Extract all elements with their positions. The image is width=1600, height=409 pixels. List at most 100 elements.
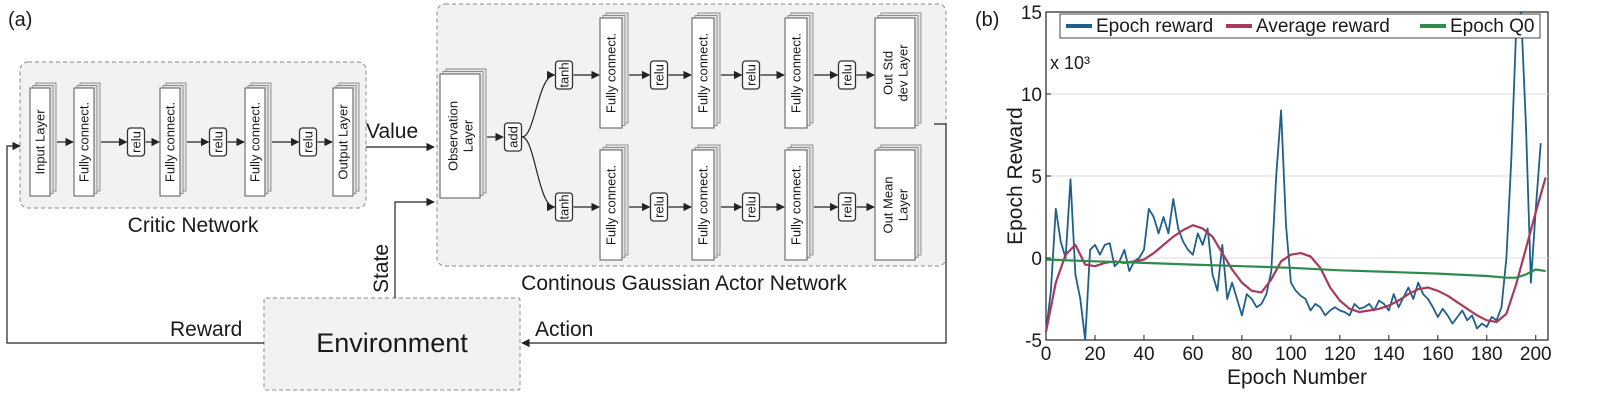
actor-top-2-relu-box	[649, 60, 669, 90]
actor-bottom-2-relu-box	[649, 192, 669, 222]
series-line-epoch-q0	[1045, 258, 1546, 279]
actor-top-5-fully-connect: Fully connect.	[784, 12, 814, 129]
actor-observation-layer-label: ObservationLayer	[445, 101, 475, 171]
environment-label: Environment	[316, 328, 468, 358]
actor-bottom-1-fully-connect-label: Fully connect.	[604, 165, 619, 245]
critic-layer-0-input-layer: Input Layer	[29, 82, 57, 197]
actor-bottom-0-tanh-box	[554, 192, 574, 222]
y-tick-label-1: 0	[1031, 249, 1042, 270]
critic-layers: Input Layer Fully connect. relu Fully conne…	[29, 82, 360, 197]
actor-top-4-relu-box	[741, 60, 761, 90]
actor-bottom-1-fully-connect-face	[599, 149, 623, 261]
critic-layer-3-fully-connect-face	[159, 87, 181, 197]
actor-top-0-tanh: tanh	[554, 60, 574, 90]
actor-network-title: Continous Gaussian Actor Network	[521, 272, 847, 295]
y-tick-label-3: 10	[1021, 85, 1042, 106]
legend-label-epoch-q0: Epoch Q0	[1450, 16, 1535, 37]
actor-top-1-fully-connect: Fully connect.	[599, 12, 629, 129]
actor-top-2-relu-label: relu	[652, 64, 667, 86]
panel-label-a: (a)	[8, 9, 32, 31]
actor-add-node-box	[503, 122, 523, 152]
critic-layer-6-relu: relu	[298, 127, 318, 157]
actor-bottom-2-relu-label: relu	[652, 196, 667, 218]
critic-layer-3-fully-connect-label: Fully connect.	[163, 102, 178, 182]
critic-layer-7-output-layer: Output Layer	[332, 82, 360, 197]
critic-layer-0-input-layer-face	[29, 87, 51, 197]
actor-bottom-4-relu-label: relu	[744, 196, 759, 218]
panel-label-b: (b)	[975, 9, 999, 31]
legend-label-average-reward: Average reward	[1256, 16, 1390, 37]
x-tick-label-2: 40	[1133, 344, 1154, 365]
critic-layer-1-fully-connect-face	[73, 87, 95, 197]
critic-layer-6-relu-label: relu	[301, 131, 316, 153]
x-tick-label-7: 140	[1373, 344, 1405, 365]
actor-top-3-fully-connect: Fully connect.	[691, 12, 721, 129]
x-tick-label-3: 60	[1182, 344, 1203, 365]
actor-observation-layer-face	[439, 73, 481, 199]
series-line-epoch-reward	[1045, 11, 1542, 341]
x-tick-label-10: 200	[1520, 344, 1552, 365]
x-tick-label-8: 160	[1422, 344, 1454, 365]
actor-bottom-0-tanh: tanh	[554, 192, 574, 222]
y-tick-label-2: 5	[1031, 167, 1042, 188]
critic-layer-5-fully-connect: Fully connect.	[244, 82, 272, 197]
actor-add-to-top-tanh	[521, 70, 556, 138]
critic-layer-2-relu: relu	[126, 127, 146, 157]
actor-top-0-tanh-label: tanh	[557, 62, 572, 87]
actor-top-7-out-std-dev-layer: Out Stddev Layer	[874, 12, 922, 129]
x-axis-title: Epoch Number	[1227, 366, 1367, 389]
actor-top-1-fully-connect-face	[599, 17, 623, 129]
x-tick-label-9: 180	[1471, 344, 1503, 365]
critic-layer-1-fully-connect-label: Fully connect.	[77, 102, 92, 182]
actor-bottom-1-fully-connect: Fully connect.	[599, 144, 629, 261]
actor-bottom-5-fully-connect-face	[784, 149, 808, 261]
actor-bottom-3-fully-connect-label: Fully connect.	[696, 165, 711, 245]
critic-network-title: Critic Network	[128, 214, 259, 237]
environment-box	[263, 297, 521, 391]
actor-top-2-relu: relu	[649, 60, 669, 90]
actor-top-0-tanh-box	[554, 60, 574, 90]
actor-bottom-3-fully-connect: Fully connect.	[691, 144, 721, 261]
critic-layer-4-relu-box	[208, 127, 228, 157]
actor-top-3-fully-connect-label: Fully connect.	[696, 33, 711, 113]
x-tick-label-0: 0	[1041, 344, 1052, 365]
y-tick-label-0: -5	[1025, 331, 1042, 352]
y-axis-title: Epoch Reward	[1004, 107, 1027, 245]
actor-bottom-6-relu-box	[837, 192, 857, 222]
x-tick-label-4: 80	[1231, 344, 1252, 365]
action-arrow	[521, 123, 947, 348]
actor-top-1-fully-connect-label: Fully connect.	[604, 33, 619, 113]
critic-layer-5-fully-connect-face	[244, 87, 266, 197]
value-label: Value	[366, 120, 418, 143]
actor-bottom-3-fully-connect-face	[691, 149, 715, 261]
actor-top-4-relu-label: relu	[744, 64, 759, 86]
critic-layer-2-relu-label: relu	[129, 131, 144, 153]
actor-top-5-fully-connect-face	[784, 17, 808, 129]
critic-layer-7-output-layer-label: Output Layer	[336, 104, 351, 180]
legend-box	[1059, 13, 1541, 39]
critic-layer-3-fully-connect: Fully connect.	[159, 82, 187, 197]
actor-bottom-2-relu: relu	[649, 192, 669, 222]
actor-bottom-4-relu: relu	[741, 192, 761, 222]
actor-add-node-label: add	[506, 126, 521, 148]
actor-top-7-out-std-dev-layer-face	[874, 17, 916, 129]
critic-layer-0-input-layer-label: Input Layer	[33, 109, 48, 175]
actor-top-6-relu-box	[837, 60, 857, 90]
actor-add-to-bottom-tanh	[521, 136, 556, 212]
x-tick-label-5: 100	[1275, 344, 1307, 365]
actor-top-4-relu: relu	[741, 60, 761, 90]
actor-observation-layer: ObservationLayer	[439, 68, 487, 199]
critic-layer-2-relu-box	[126, 127, 146, 157]
actor-bottom-5-fully-connect-label: Fully connect.	[789, 165, 804, 245]
actor-bottom-6-relu: relu	[837, 192, 857, 222]
actor-top-7-out-std-dev-layer-label: Out Stddev Layer	[880, 44, 910, 102]
actor-top-6-relu-label: relu	[840, 64, 855, 86]
critic-layer-6-relu-box	[298, 127, 318, 157]
